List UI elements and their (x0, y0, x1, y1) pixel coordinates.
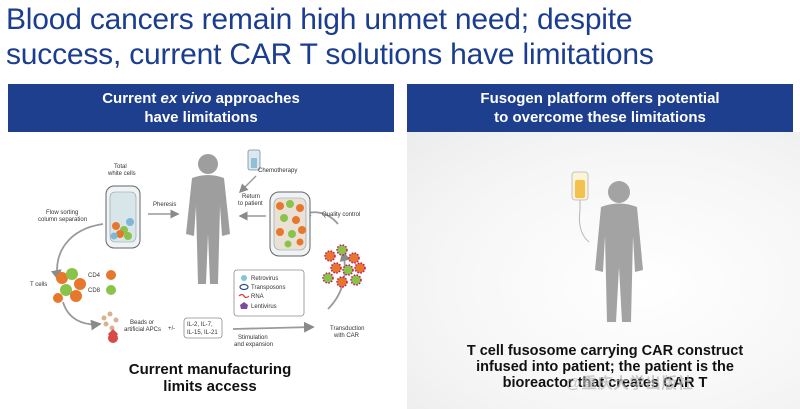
chemotherapy-bag-icon (247, 149, 261, 171)
label-il-1: IL-2, IL-7, (187, 322, 213, 328)
label-flow-sorting-2: column separation (38, 217, 87, 223)
label-total-white-cells: Total (114, 164, 127, 170)
label-flow-sorting: Flow sorting (46, 210, 78, 216)
label-plus-minus: +/- (168, 326, 175, 332)
left-caption: Current manufacturing limits access (95, 361, 325, 395)
label-t-cells: T cells (30, 282, 47, 288)
label-quality-control: Quality control (322, 212, 360, 218)
label-transduction: Transduction (330, 326, 364, 332)
car-t-container (269, 191, 311, 257)
right-panel-background (407, 132, 800, 409)
label-total-white-cells-2: white cells (107, 171, 136, 177)
fusosome-illustration (571, 171, 643, 322)
retrovirus-icon (241, 275, 247, 281)
lentivirus-icon (240, 302, 248, 309)
label-return: Return (242, 194, 260, 200)
label-transposons: Transposons (251, 285, 285, 291)
slide-title: Blood cancers remain high unmet need; de… (6, 2, 796, 72)
title-line-2: success, current CAR T solutions have li… (6, 38, 654, 71)
label-retrovirus: Retrovirus (251, 276, 278, 282)
right-caption-line-1: T cell fusosome carrying CAR construct (466, 343, 744, 359)
right-header-line-2: to overcome these limitations (494, 109, 706, 126)
label-cd4: CD4 (88, 273, 101, 279)
left-panel-header: Current ex vivo approaches have limitati… (8, 84, 394, 132)
car-t-cells-cluster (322, 244, 366, 288)
label-pheresis: Pheresis (153, 202, 176, 208)
right-header-line-1: Fusogen platform offers potential (480, 90, 720, 107)
arrow-chemo (238, 175, 257, 194)
arrow-beads (62, 301, 102, 331)
left-header-line-1: Current ex vivo approaches (102, 90, 300, 107)
patient-figure-left (186, 154, 230, 284)
cytokine-box (183, 317, 223, 339)
label-rna: RNA (251, 294, 264, 300)
beads-icon (101, 311, 119, 343)
label-stimulation-2: and expansion (234, 342, 273, 348)
rna-icon (238, 293, 250, 299)
transposons-icon (239, 283, 249, 291)
left-caption-line-2: limits access (163, 378, 257, 395)
label-beads: Beads or (130, 320, 154, 326)
white-cells-container (105, 185, 141, 249)
right-panel-header: Fusogen platform offers potential to ove… (407, 84, 793, 132)
label-il-2: IL-15, IL-21 (187, 330, 218, 336)
right-caption-line-3: bioreactor that creates CAR T (502, 375, 708, 391)
right-caption: T cell fusosome carrying CAR construct i… (440, 343, 770, 391)
label-return-2: to patient (238, 201, 263, 207)
patient-figure-right (595, 181, 643, 322)
label-transduction-2: with CAR (333, 333, 360, 339)
left-header-line-2: have limitations (144, 109, 258, 126)
t-cells-cluster (53, 268, 86, 303)
arrow-flow-sort (50, 223, 104, 281)
label-lentivirus: Lentivirus (251, 304, 277, 310)
label-beads-2: artificial APCs (124, 327, 161, 333)
manufacturing-diagram: Total white cells Pheresis Chemotherapy … (30, 149, 366, 348)
label-stimulation: Stimulation (238, 335, 268, 341)
arrow-stimulation (232, 321, 315, 333)
title-line-1: Blood cancers remain high unmet need; de… (6, 3, 633, 36)
cd4-legend-dot (106, 270, 116, 280)
vector-legend-box (233, 269, 305, 317)
label-cd8: CD8 (88, 288, 101, 294)
cd8-legend-dot (106, 285, 116, 295)
right-caption-line-2: infused into patient; the patient is the (476, 359, 734, 375)
watermark: @重庆大学出版社 (566, 375, 694, 392)
label-chemotherapy: Chemotherapy (258, 168, 297, 174)
iv-bag-icon (571, 171, 590, 243)
left-caption-line-1: Current manufacturing (128, 361, 292, 378)
